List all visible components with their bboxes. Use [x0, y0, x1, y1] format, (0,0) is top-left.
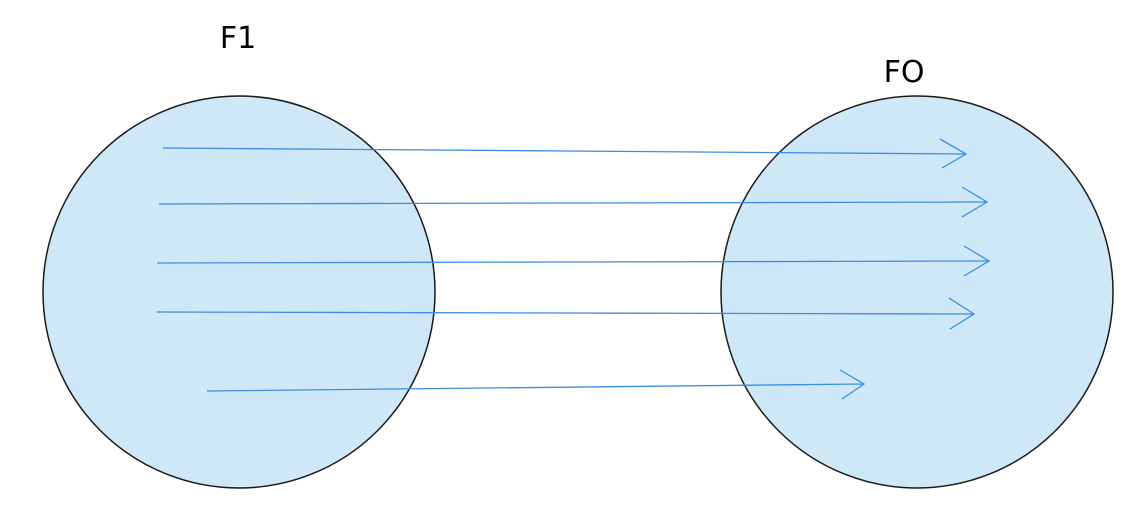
- mapping-arrow: [162, 138, 968, 169]
- mapping-arrow: [156, 245, 991, 277]
- mapping-arrow: [206, 369, 866, 400]
- set-label-left: F1: [220, 21, 256, 56]
- set-label-right: FO: [884, 55, 925, 90]
- mapping-arrow: [156, 297, 976, 330]
- set-circle-left: [42, 95, 436, 489]
- mapping-arrow: [158, 186, 989, 218]
- mapping-arrows: [156, 138, 991, 400]
- set-circle-right: [720, 95, 1114, 489]
